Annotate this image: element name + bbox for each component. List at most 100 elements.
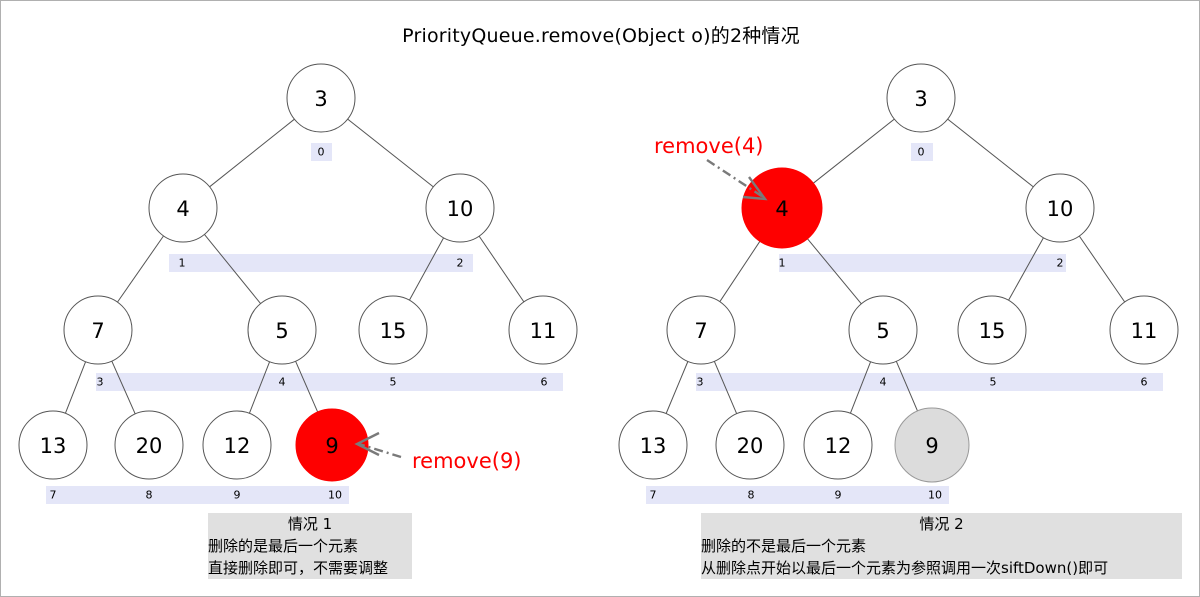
node-circle: [114, 410, 184, 480]
tree-node[interactable]: 4: [741, 167, 823, 249]
index-band: [311, 143, 332, 161]
tree-node[interactable]: 12: [202, 410, 272, 480]
node-value: 13: [640, 434, 667, 458]
tree-node[interactable]: 13: [18, 410, 88, 480]
tree-node[interactable]: 3: [286, 63, 356, 133]
node-circle: [848, 295, 918, 365]
tree-edge: [478, 235, 525, 303]
tree-node[interactable]: 11: [1109, 295, 1179, 365]
tree-node[interactable]: 15: [957, 295, 1027, 365]
index-band: [646, 486, 949, 504]
index-band: [911, 143, 933, 161]
tree-node[interactable]: 9: [295, 408, 369, 482]
tree-node[interactable]: 5: [247, 295, 317, 365]
tree-edge: [807, 238, 862, 305]
index-label: 3: [697, 376, 704, 389]
node-value: 10: [1047, 197, 1074, 221]
callout-arrow-line: [358, 442, 402, 459]
tree-node[interactable]: 9: [894, 407, 970, 483]
node-value: 15: [979, 319, 1006, 343]
caption-case-1-title: 情况 1: [287, 515, 333, 533]
caption-case-1-line-2: 直接删除即可，不需要调整: [208, 559, 389, 577]
node-value: 7: [91, 319, 104, 343]
index-label: 2: [457, 257, 464, 270]
node-circle: [425, 173, 495, 243]
tree-node[interactable]: 20: [114, 410, 184, 480]
node-value: 3: [914, 87, 927, 111]
node-value: 3: [314, 87, 327, 111]
index-label: 4: [279, 376, 286, 389]
tree-edge: [64, 361, 87, 414]
tree-node[interactable]: 15: [358, 295, 428, 365]
tree-node[interactable]: 3: [886, 63, 956, 133]
callout-label: remove(4): [654, 134, 764, 158]
tree-node[interactable]: 20: [715, 410, 785, 480]
index-label: 9: [234, 489, 241, 502]
callout-arrow-head: [354, 431, 380, 457]
tree-node[interactable]: 7: [63, 295, 133, 365]
tree-node[interactable]: 10: [1025, 173, 1095, 243]
index-band-row: 0: [911, 143, 933, 161]
index-band: [46, 486, 349, 504]
tree-edge: [813, 118, 895, 184]
node-value: 15: [380, 319, 407, 343]
tree-node[interactable]: 12: [803, 410, 873, 480]
tree-node[interactable]: 5: [848, 295, 918, 365]
index-band: [96, 373, 563, 391]
page-title: PriorityQueue.remove(Object o)的2种情况: [402, 25, 800, 47]
node-value: 13: [40, 434, 67, 458]
node-circle: [286, 63, 356, 133]
tree-edge: [719, 241, 761, 302]
node-circle: [1025, 173, 1095, 243]
node-circle: [18, 410, 88, 480]
tree-edge: [895, 361, 918, 412]
index-label: 0: [318, 146, 325, 159]
callout-label: remove(9): [412, 449, 522, 473]
node-value: 12: [224, 434, 251, 458]
node-circle: [618, 410, 688, 480]
node-value: 5: [275, 319, 288, 343]
index-label: 6: [1141, 376, 1148, 389]
index-label: 6: [541, 376, 548, 389]
tree-node[interactable]: 4: [148, 173, 218, 243]
caption-case-2-line-2: 从删除点开始以最后一个元素为参照调用一次siftDown()即可: [701, 559, 1109, 577]
tree-node[interactable]: 10: [425, 173, 495, 243]
caption-case-2: 情况 2 删除的不是最后一个元素 从删除点开始以最后一个元素为参照调用一次sif…: [701, 513, 1182, 579]
node-circle: [148, 173, 218, 243]
node-circle: [358, 295, 428, 365]
node-value: 10: [447, 197, 474, 221]
node-circle: [508, 295, 578, 365]
index-band: [169, 254, 473, 272]
index-label: 1: [779, 257, 786, 270]
node-value: 5: [876, 319, 889, 343]
tree-edge: [1078, 235, 1126, 303]
tree-edge: [713, 361, 738, 414]
caption-case-2-title: 情况 2: [919, 515, 964, 533]
tree-node[interactable]: 11: [508, 295, 578, 365]
node-value: 7: [694, 319, 707, 343]
node-value: 11: [530, 319, 557, 343]
index-label: 9: [835, 489, 842, 502]
tree-node[interactable]: 7: [666, 295, 736, 365]
callout-arrow-head: [742, 176, 768, 201]
node-circle: [957, 295, 1027, 365]
node-circle: [295, 408, 369, 482]
index-label: 1: [179, 257, 186, 270]
tree-node[interactable]: 13: [618, 410, 688, 480]
tree-edge: [849, 361, 872, 414]
node-value: 9: [925, 434, 938, 458]
caption-case-1: 情况 1 删除的是最后一个元素 直接删除即可，不需要调整: [208, 513, 412, 579]
node-circle: [803, 410, 873, 480]
node-value: 20: [737, 434, 764, 458]
tree-edge: [947, 118, 1034, 188]
index-label: 10: [328, 489, 342, 502]
tree-edge: [111, 360, 136, 415]
node-value: 9: [325, 434, 338, 458]
